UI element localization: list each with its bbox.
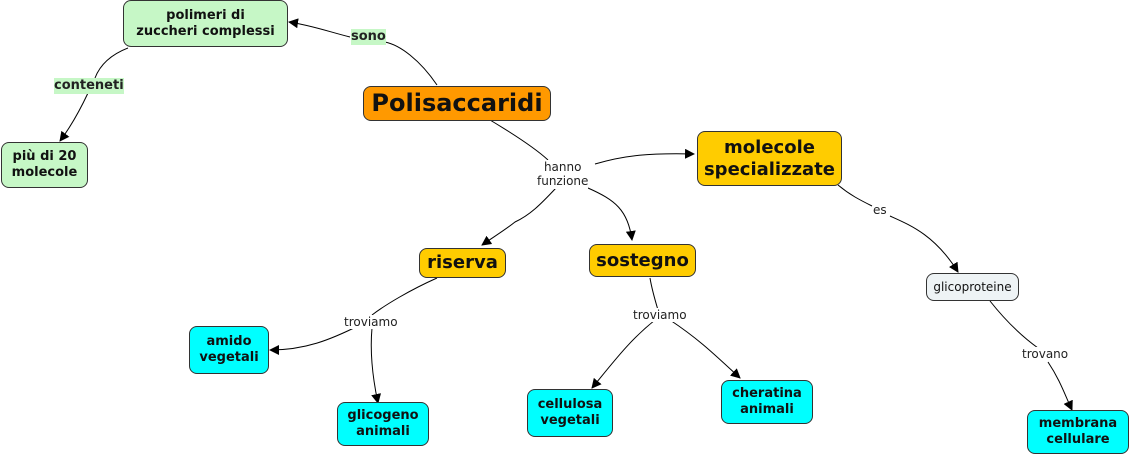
link-label-hanno-funzione: hanno funzione: [537, 160, 589, 189]
link-sono-polimeri: [288, 18, 351, 38]
node-label: glicoproteine: [933, 279, 1012, 294]
link-main-hanno: [489, 119, 549, 161]
node-glicogeno[interactable]: glicogeno animali: [337, 402, 429, 446]
link-hanno-riserva: [481, 187, 557, 246]
link-troviamo-cellulosa: [591, 319, 656, 389]
node-cheratina[interactable]: cheratina animali: [721, 380, 813, 424]
node-polisaccaridi[interactable]: Polisaccaridi: [363, 86, 551, 121]
node-label: riserva: [427, 252, 498, 274]
link-sostegno-troviamo: [649, 277, 659, 311]
link-hanno-sostegno: [587, 187, 636, 241]
link-conteneti-piu20: [59, 92, 89, 142]
node-label: glicogeno animali: [347, 408, 419, 439]
node-glicoproteine[interactable]: glicoproteine: [926, 273, 1019, 301]
node-label: cellulosa vegetali: [537, 397, 603, 428]
node-label: più di 20 molecole: [11, 149, 78, 180]
node-amido[interactable]: amido vegetali: [189, 326, 269, 374]
link-label-sono: sono: [351, 29, 386, 45]
link-troviamo-glicogeno: [370, 327, 382, 404]
link-label-troviamo-riserva: troviamo: [344, 315, 398, 330]
link-troviamo-cheratina: [669, 319, 741, 379]
link-trovano-membrana: [1047, 361, 1073, 411]
link-label-troviamo-sostegno: troviamo: [633, 308, 687, 323]
node-label: molecole specializzate: [703, 136, 836, 180]
link-glico-trovano: [989, 300, 1039, 349]
node-label: membrana cellulare: [1038, 416, 1118, 447]
node-label: polimeri di zuccheri complessi: [136, 7, 275, 39]
node-molecole-specializzate[interactable]: molecole specializzate: [697, 131, 842, 186]
link-molecole-es: [837, 184, 873, 207]
node-piu-di-20[interactable]: più di 20 molecole: [1, 142, 88, 188]
link-hanno-molecole: [594, 148, 695, 165]
node-polimeri[interactable]: polimeri di zuccheri complessi: [123, 0, 288, 47]
node-label: cheratina animali: [732, 386, 802, 417]
node-label: Polisaccaridi: [371, 89, 543, 118]
node-cellulosa[interactable]: cellulosa vegetali: [527, 389, 613, 437]
link-label-conteneti: conteneti: [54, 78, 124, 94]
link-label-es: es: [873, 203, 887, 218]
link-polimeri-conteneti: [94, 47, 129, 79]
link-es-glico: [889, 215, 959, 273]
link-riserva-troviamo: [371, 277, 438, 316]
node-label: amido vegetali: [199, 334, 259, 365]
node-sostegno[interactable]: sostegno: [589, 244, 696, 277]
link-label-trovano: trovano: [1022, 347, 1069, 362]
node-label: sostegno: [596, 249, 689, 271]
link-main-sono: [384, 41, 438, 86]
node-riserva[interactable]: riserva: [419, 248, 506, 278]
node-membrana[interactable]: membrana cellulare: [1027, 410, 1129, 454]
